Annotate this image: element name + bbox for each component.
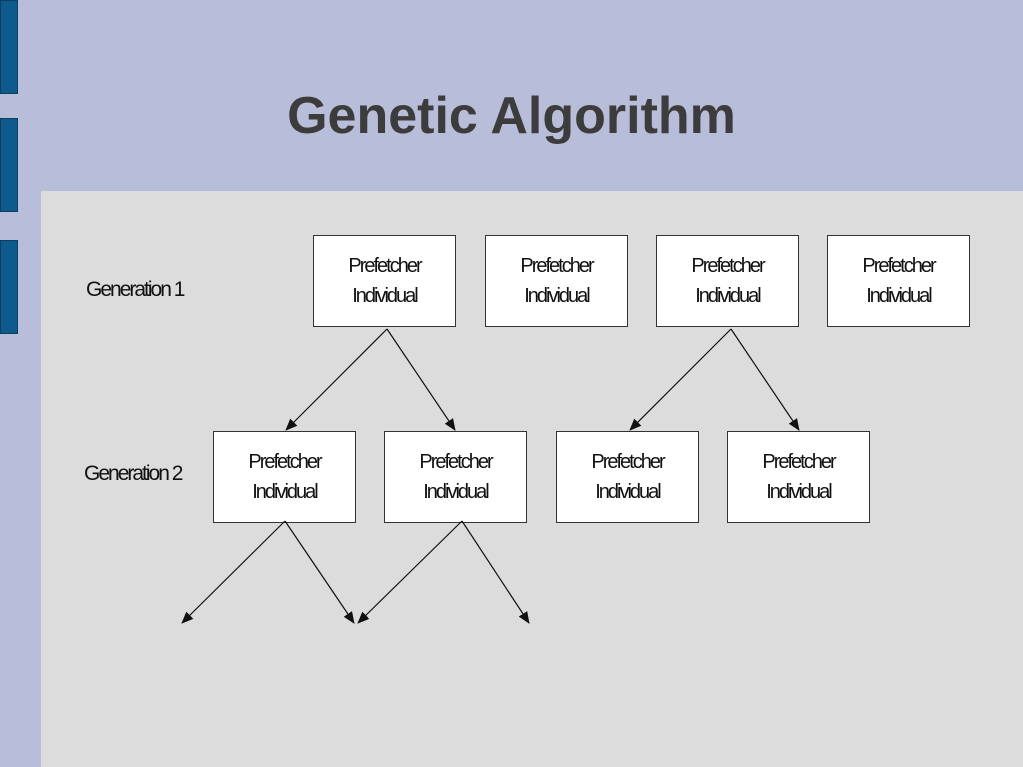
- arrow-gen1-1-to-gen2-1: [285, 328, 388, 431]
- node-line1: Prefetcher: [520, 255, 594, 277]
- node-line1: Prefetcher: [691, 255, 765, 277]
- node-line2: Individual: [252, 481, 319, 503]
- generation-2-label: Generation 2: [84, 462, 183, 485]
- arrow-gen2-2-out-left: [357, 520, 463, 624]
- gen1-node-3: Prefetcher Individual: [656, 235, 799, 327]
- node-line1: Prefetcher: [248, 451, 322, 473]
- gen2-node-4: Prefetcher Individual: [727, 431, 870, 523]
- slide-title: Genetic Algorithm: [287, 87, 736, 145]
- node-line1: Prefetcher: [862, 255, 936, 277]
- arrow-gen2-2-out-right: [461, 520, 530, 624]
- gen1-node-4: Prefetcher Individual: [827, 235, 970, 327]
- node-line1: Prefetcher: [762, 451, 836, 473]
- node-line1: Prefetcher: [591, 451, 665, 473]
- gen2-node-3: Prefetcher Individual: [556, 431, 699, 523]
- gen2-node-2: Prefetcher Individual: [384, 431, 527, 523]
- arrow-gen2-1-out-right: [284, 520, 355, 624]
- generation-1-label: Generation 1: [86, 278, 185, 301]
- side-tab-2: [0, 118, 18, 212]
- gen1-node-1: Prefetcher Individual: [313, 235, 456, 327]
- side-tab-1: [0, 0, 18, 94]
- node-line2: Individual: [695, 285, 762, 307]
- node-line2: Individual: [766, 481, 833, 503]
- node-line1: Prefetcher: [348, 255, 422, 277]
- arrow-gen1-1-to-gen2-2: [386, 328, 456, 431]
- node-line2: Individual: [595, 481, 662, 503]
- node-line2: Individual: [423, 481, 490, 503]
- node-line2: Individual: [866, 285, 933, 307]
- arrow-gen2-1-out-left: [181, 520, 286, 624]
- node-line1: Prefetcher: [419, 451, 493, 473]
- arrow-gen1-3-to-gen2-4: [730, 328, 800, 431]
- gen2-node-1: Prefetcher Individual: [213, 431, 356, 523]
- gen1-node-2: Prefetcher Individual: [485, 235, 628, 327]
- node-line2: Individual: [352, 285, 419, 307]
- side-tab-3: [0, 240, 18, 334]
- arrow-gen1-3-to-gen2-3: [629, 328, 732, 431]
- node-line2: Individual: [524, 285, 591, 307]
